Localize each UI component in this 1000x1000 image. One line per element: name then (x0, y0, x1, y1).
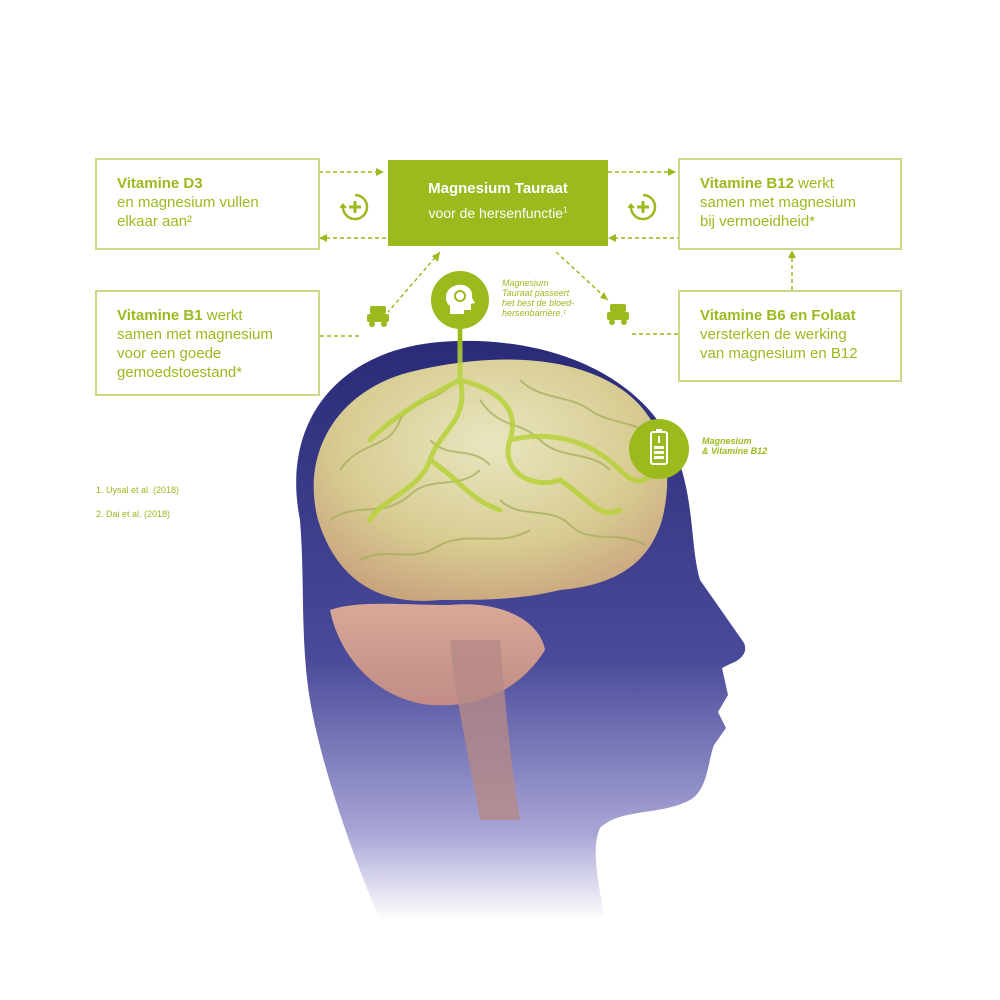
box-line: elkaar aan² (117, 213, 193, 230)
box-line: voor een goede (117, 345, 222, 362)
vehicle-icon (607, 304, 629, 325)
reference-2: 2. Dai et al. (2018) (96, 509, 171, 519)
box-line: samen met magnesium (117, 326, 273, 343)
box-title: Vitamine B6 en Folaat (700, 307, 856, 324)
cerebrum (313, 359, 668, 601)
center-title: Magnesium Tauraat (428, 180, 568, 197)
box-title: Vitamine D3 (117, 175, 203, 192)
box-line: versterken de werking (700, 326, 847, 343)
note-line: het best de bloed- (502, 298, 575, 308)
magnesium-pathways (367, 327, 661, 523)
plus-cycle-icon (628, 193, 657, 221)
box-line: van magnesium en B12 (700, 345, 858, 362)
box-line: bij vermoeidheid* (700, 213, 816, 230)
note-line: Magnesium (502, 278, 549, 288)
box-line: werkt (202, 307, 243, 324)
box-title: Vitamine B12 (700, 175, 794, 192)
barrier-note: Magnesium Tauraat passeert het best de b… (502, 278, 574, 318)
box-title: Vitamine B1 (117, 307, 203, 324)
vitamin-b6-folaat-box: Vitamine B6 en Folaat versterken de werk… (678, 290, 902, 382)
battery-icon (629, 419, 689, 479)
brain-stem (450, 640, 520, 820)
battery-note: Magnesium & Vitamine B12 (702, 436, 767, 456)
box-line: samen met magnesium (700, 194, 856, 211)
note-line: Tauraat passeert (502, 288, 570, 298)
note-line: Magnesium (702, 436, 752, 446)
center-subtitle: voor de hersenfunctie1 (428, 205, 568, 221)
box-line: werkt (793, 175, 834, 192)
box-line: en magnesium vullen (117, 194, 259, 211)
vitamin-d3-box: Vitamine D3 en magnesium vullen elkaar a… (95, 158, 320, 250)
vehicle-icon (367, 306, 389, 327)
reference-1: 1. Uysal et al. (2018) (96, 485, 180, 495)
vitamin-b1-box: Vitamine B1 werkt samen met magnesium vo… (95, 290, 320, 396)
plus-cycle-icon (340, 193, 369, 221)
brain-head-icon (431, 271, 489, 329)
note-line: & Vitamine B12 (702, 446, 768, 456)
box-line: gemoedstoestand* (117, 364, 243, 381)
magnesium-tauraat-box: Magnesium Tauraat voor de hersenfunctie1 (388, 160, 608, 246)
note-line: hersenbarrière.¹ (502, 308, 567, 318)
vitamin-b12-box: Vitamine B12 werkt samen met magnesium b… (678, 158, 902, 250)
